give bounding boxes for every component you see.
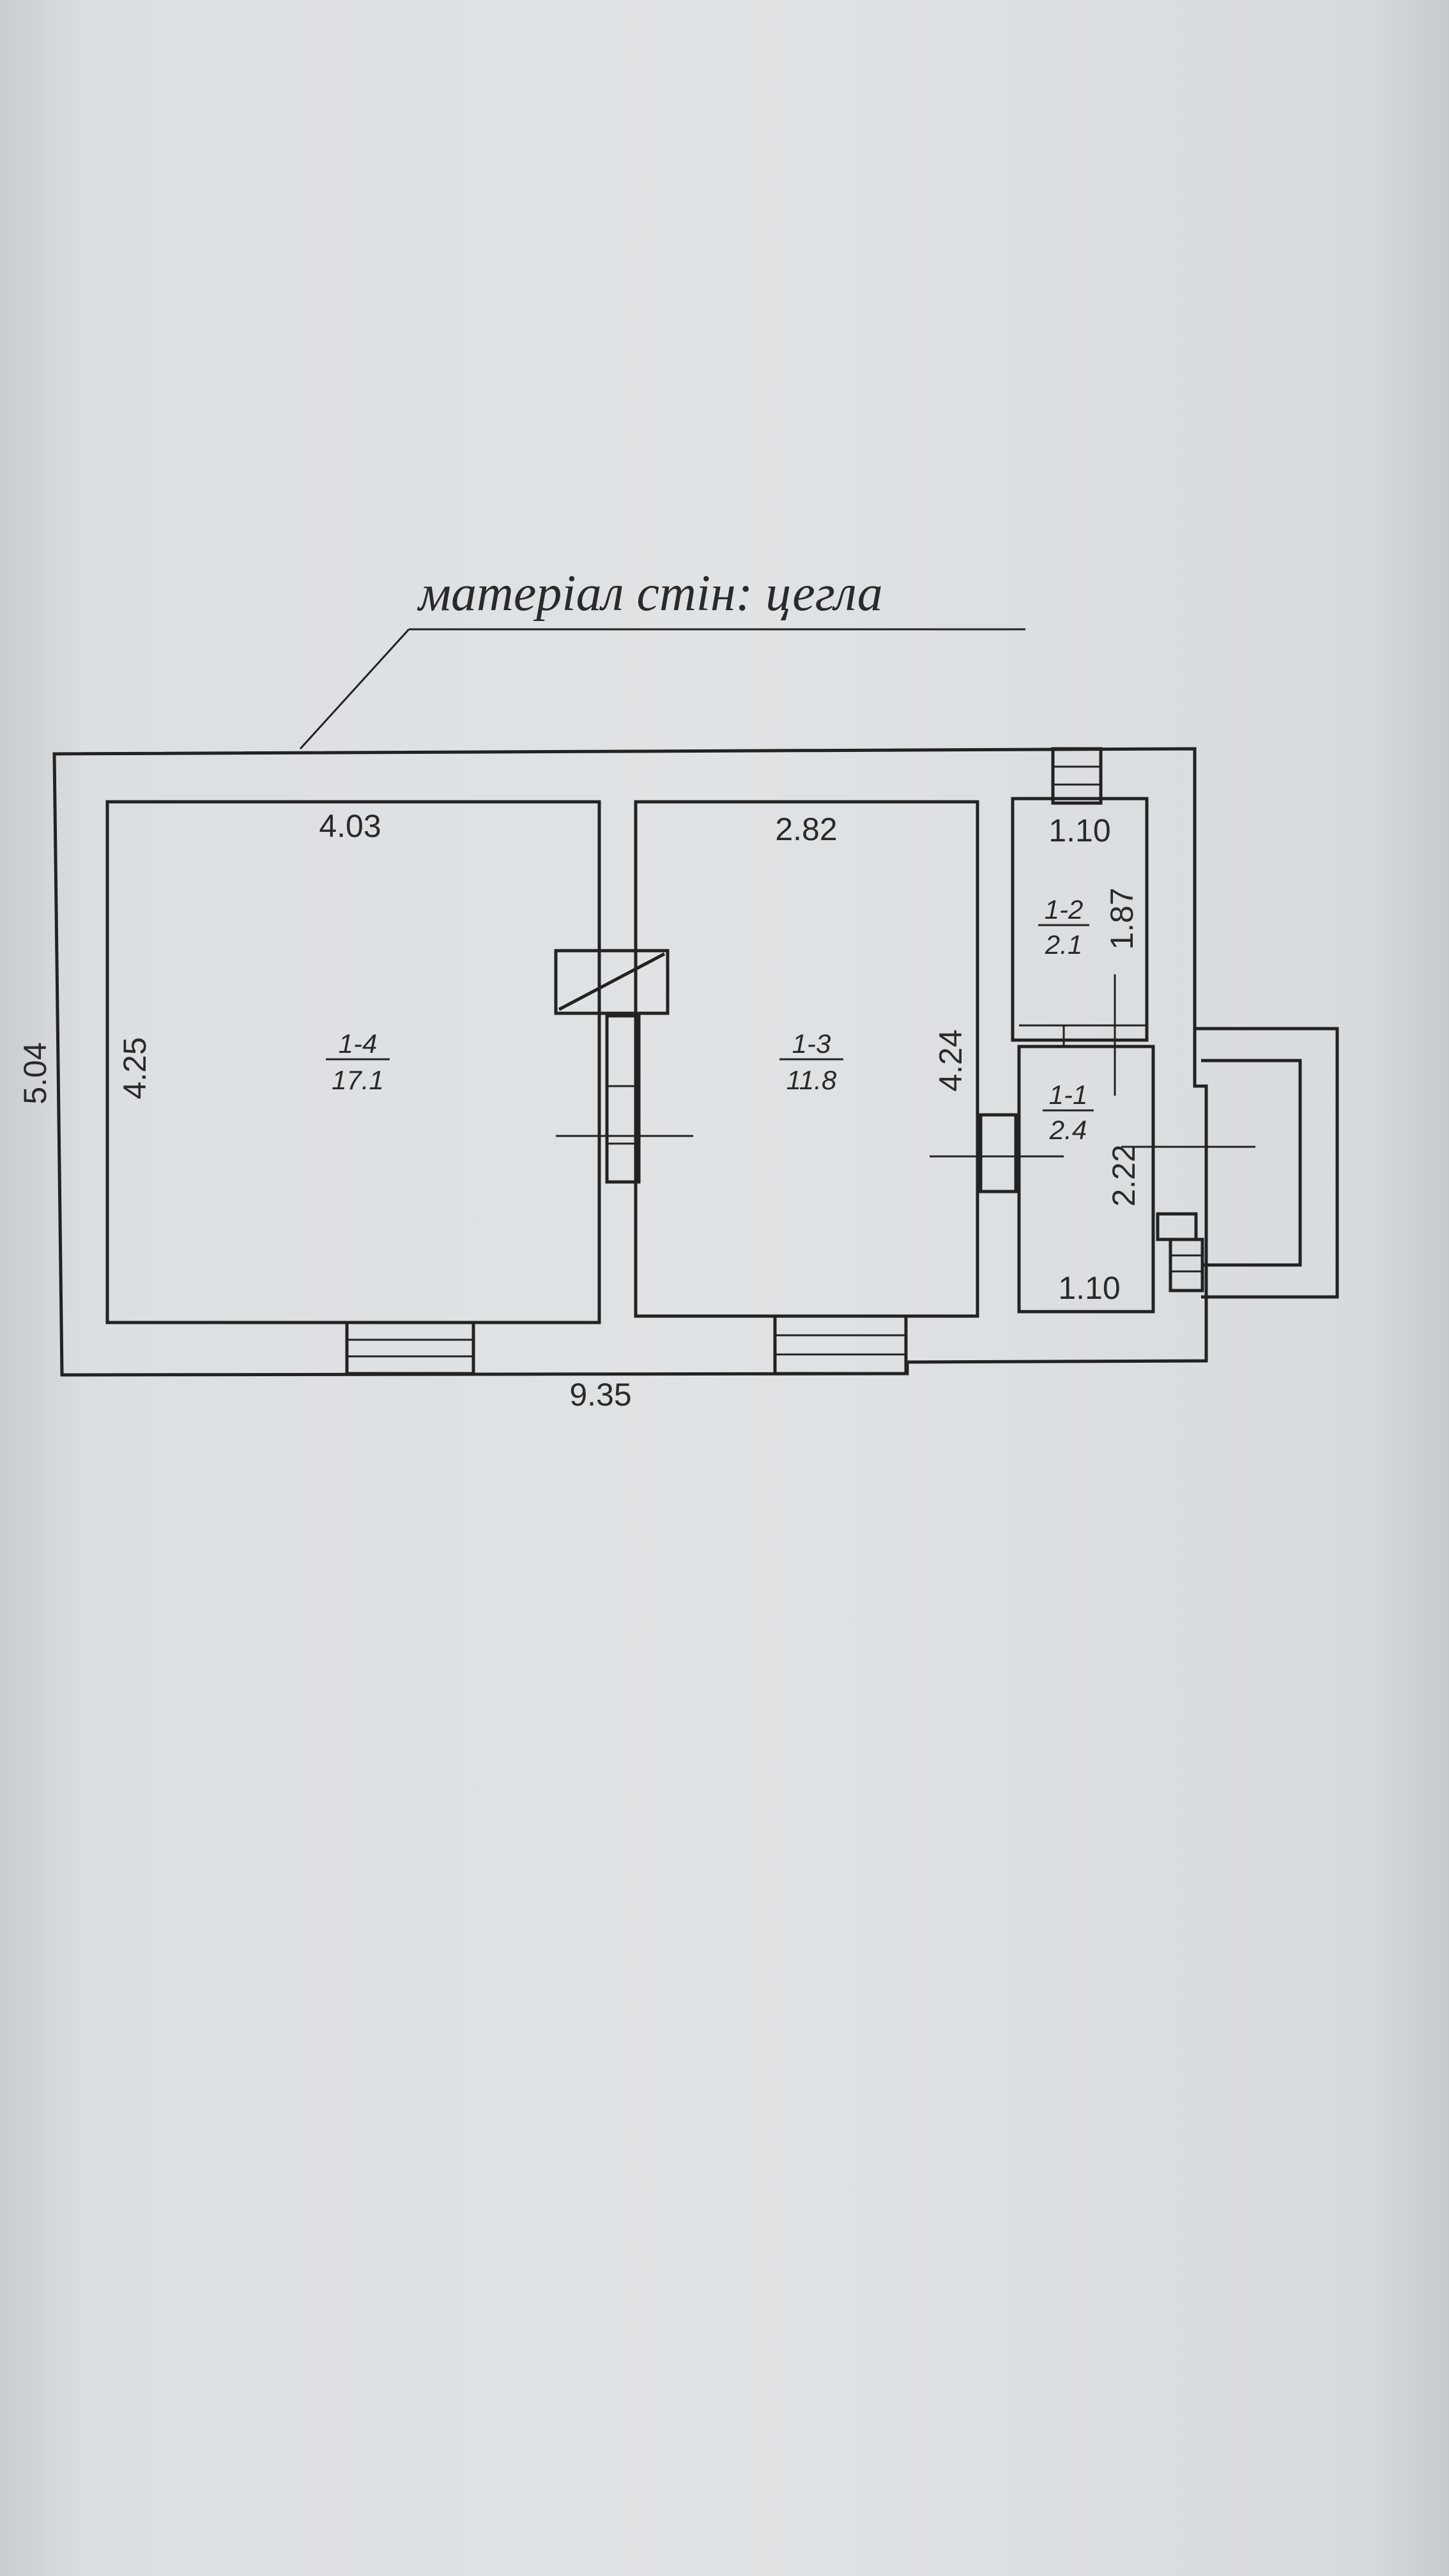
porch-inner xyxy=(1201,1059,1302,1267)
room-area: 2.4 xyxy=(1049,1115,1087,1145)
dim-room-1-1-width: 1.10 xyxy=(1058,1270,1120,1306)
wall-material-caption: матеріал стін: цегла xyxy=(417,565,883,622)
caption-leader-line xyxy=(299,628,410,750)
dim-room-1-3-height: 4.24 xyxy=(933,1029,969,1091)
door-1-4-1-3 xyxy=(605,1014,641,1184)
room-label-1-2: 1-2 2.1 xyxy=(1038,894,1089,960)
dim-overall-height: 5.04 xyxy=(17,1042,53,1104)
dim-room-1-2-height: 1.87 xyxy=(1104,887,1140,949)
entrance-steps xyxy=(1169,1238,1204,1292)
dim-overall-width: 9.35 xyxy=(569,1377,631,1413)
dim-room-1-1-height: 2.22 xyxy=(1106,1144,1142,1206)
room-number: 1-2 xyxy=(1045,894,1084,924)
porch-outer xyxy=(1195,1027,1339,1299)
room-area: 11.8 xyxy=(786,1065,837,1095)
room-area: 2.1 xyxy=(1045,930,1082,960)
window-bottom-1-3 xyxy=(773,1314,908,1376)
room-1-1-outline xyxy=(1017,1045,1155,1314)
entrance-door-jamb xyxy=(1156,1212,1198,1241)
room-1-4-outline xyxy=(105,800,601,1324)
stove-symbol xyxy=(554,949,670,1015)
room-number: 1-1 xyxy=(1049,1080,1088,1110)
room-number: 1-3 xyxy=(792,1029,831,1059)
room-label-1-1: 1-1 2.4 xyxy=(1043,1080,1094,1145)
dim-room-1-4-height: 4.25 xyxy=(117,1037,153,1099)
outer-wall xyxy=(52,747,1208,1377)
room-number: 1-4 xyxy=(339,1029,378,1059)
stove-diagonal xyxy=(558,952,666,1011)
dim-room-1-3-width: 2.82 xyxy=(775,811,837,847)
dim-room-1-4-width: 4.03 xyxy=(319,808,381,844)
door-1-3-1-1 xyxy=(979,1113,1018,1193)
window-bottom-1-4 xyxy=(345,1321,475,1376)
window-top-1-2 xyxy=(1051,747,1103,805)
room-area: 17.1 xyxy=(332,1065,384,1095)
dim-room-1-2-width: 1.10 xyxy=(1048,813,1110,848)
room-label-1-4: 1-4 17.1 xyxy=(326,1029,390,1095)
room-1-2-outline xyxy=(1011,797,1149,1042)
room-label-1-3: 1-3 11.8 xyxy=(779,1029,843,1095)
